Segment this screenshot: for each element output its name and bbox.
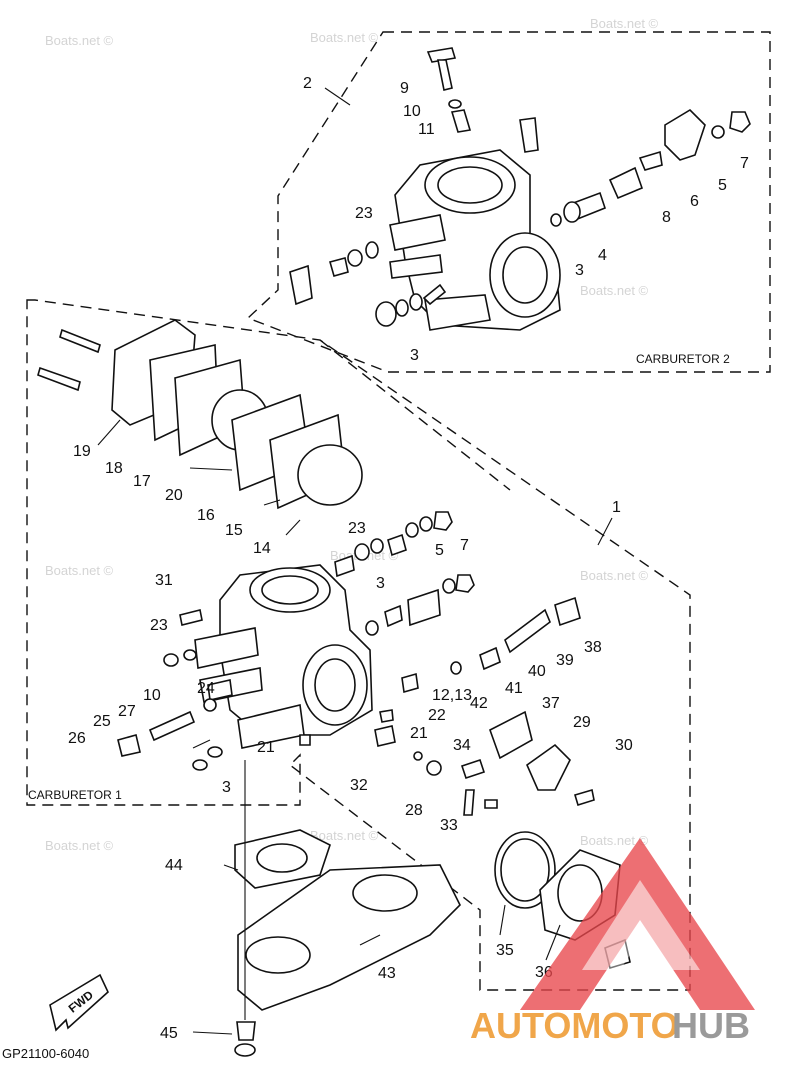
callout-7: 7 [460, 537, 469, 554]
watermark-text: Boats.net © [45, 838, 114, 853]
callout-26: 26 [68, 730, 86, 747]
callout-2: 2 [303, 75, 312, 92]
leader-line [597, 517, 613, 546]
callout-8: 8 [662, 209, 671, 226]
callout-22: 22 [428, 707, 446, 724]
callout-3: 3 [376, 575, 385, 592]
watermark-text: Boats.net © [580, 283, 649, 298]
callout-10: 10 [403, 103, 421, 120]
callout-40: 40 [528, 663, 546, 680]
brand-text-primary: AUTOMOTO [470, 1005, 679, 1046]
watermark-text: Boats.net © [310, 828, 379, 843]
callout-9: 9 [400, 80, 409, 97]
callout-35: 35 [496, 942, 514, 959]
callout-5: 5 [718, 177, 727, 194]
callout-23: 23 [355, 205, 373, 222]
callout-29: 29 [573, 714, 591, 731]
watermark-text: Boats.net © [590, 16, 659, 31]
callout-24: 24 [197, 680, 215, 697]
carburetor-2-body [389, 149, 561, 331]
watermark-text: Boats.net © [45, 33, 114, 48]
watermarks: Boats.net © Boats.net © Boats.net © Boat… [45, 16, 659, 853]
callout-14: 14 [253, 540, 271, 557]
watermark-text: Boats.net © [45, 563, 114, 578]
callout-28: 28 [405, 802, 423, 819]
callout-31: 31 [155, 572, 173, 589]
brand-logo [520, 838, 755, 1010]
callout-23: 23 [150, 617, 168, 634]
carburetor-1-body [194, 564, 373, 749]
watermark-text: Boats.net © [310, 30, 379, 45]
callout-30: 30 [615, 737, 633, 754]
callout-37: 37 [542, 695, 560, 712]
callout-6: 6 [690, 193, 699, 210]
callout-43: 43 [378, 965, 396, 982]
carburetor-2-boundary [246, 31, 771, 373]
fwd-arrow: FWD [49, 973, 109, 1032]
callout-25: 25 [93, 713, 111, 730]
callout-33: 33 [440, 817, 458, 834]
brand-text-secondary: HUB [672, 1005, 750, 1046]
carburetor-2-label: CARBURETOR 2 [636, 352, 730, 366]
carburetor-1-label: CARBURETOR 1 [28, 788, 122, 802]
callout-21: 21 [257, 739, 275, 756]
callout-41: 41 [505, 680, 523, 697]
carburetor-1-boundary [26, 299, 691, 991]
callout-7: 7 [740, 155, 749, 172]
callout-20: 20 [165, 487, 183, 504]
callout-23: 23 [348, 520, 366, 537]
watermark-text: Boats.net © [580, 833, 649, 848]
callout-44: 44 [165, 857, 183, 874]
callout-21: 21 [410, 725, 428, 742]
callout-15: 15 [225, 522, 243, 539]
callout-16: 16 [197, 507, 215, 524]
callout-18: 18 [105, 460, 123, 477]
callout-34: 34 [453, 737, 471, 754]
callout-3: 3 [222, 779, 231, 796]
callout-45: 45 [160, 1025, 178, 1042]
callout-39: 39 [556, 652, 574, 669]
leader-line [324, 87, 351, 106]
callout-3: 3 [575, 262, 584, 279]
boundary-segment [319, 339, 511, 491]
callout-11: 11 [418, 121, 435, 138]
callout-numbers: 1 2 3 3 3 3 4 5 5 6 7 7 8 9 10 10 11 12,… [68, 75, 749, 1042]
callout-4: 4 [598, 247, 607, 264]
callout-5: 5 [435, 542, 444, 559]
callout-12-13: 12,13 [432, 687, 472, 704]
plate-and-gasket-stack [37, 319, 363, 510]
callout-32: 32 [350, 777, 368, 794]
callout-19: 19 [73, 443, 91, 460]
callout-38: 38 [584, 639, 602, 656]
callout-17: 17 [133, 473, 151, 490]
carburetor-2-parts [289, 47, 751, 327]
diagram-code: GP21100-6040 [2, 1046, 89, 1061]
leader-lines [97, 419, 561, 1035]
intake-manifold [234, 829, 461, 1057]
carburetor-1-parts [117, 511, 595, 816]
callout-27: 27 [118, 703, 136, 720]
watermark-text: Boats.net © [580, 568, 649, 583]
callout-3: 3 [410, 347, 419, 364]
callout-10: 10 [143, 687, 161, 704]
callout-1: 1 [612, 499, 621, 516]
callout-42: 42 [470, 695, 488, 712]
